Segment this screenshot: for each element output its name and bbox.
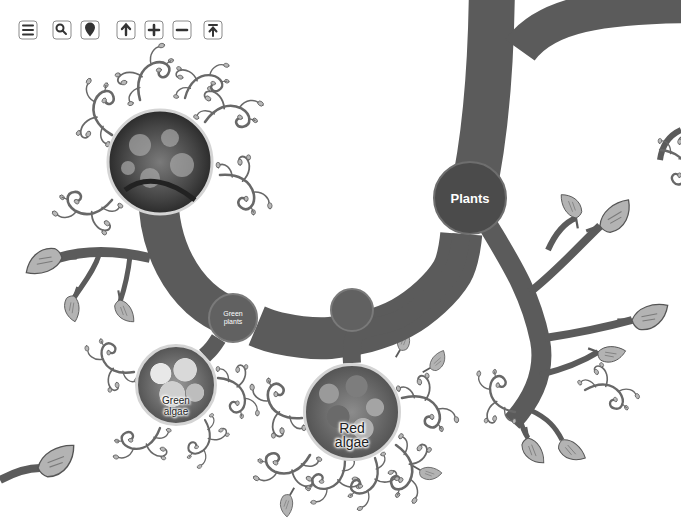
branch-node bbox=[331, 289, 373, 331]
photo-circle: Green algae bbox=[135, 344, 217, 426]
clade-circle: Green plants bbox=[208, 293, 258, 343]
toolbar-icon bbox=[23, 24, 217, 37]
node-label: Plants bbox=[450, 191, 489, 206]
toolbar bbox=[19, 21, 222, 39]
photo-texture bbox=[121, 129, 194, 188]
node-label: Red algae bbox=[327, 421, 377, 458]
photo-circle: Red algae bbox=[303, 363, 401, 461]
tree-branch-connector bbox=[205, 338, 219, 355]
leaf-node bbox=[19, 192, 668, 517]
photo-circle bbox=[108, 110, 212, 214]
node-label: Green algae bbox=[153, 396, 199, 423]
node-label: Green plants bbox=[218, 310, 248, 326]
clade-circle: Plants bbox=[433, 161, 507, 235]
tree-branch bbox=[0, 0, 681, 480]
photo-texture bbox=[125, 181, 195, 200]
sub-branch-curl bbox=[48, 41, 681, 512]
